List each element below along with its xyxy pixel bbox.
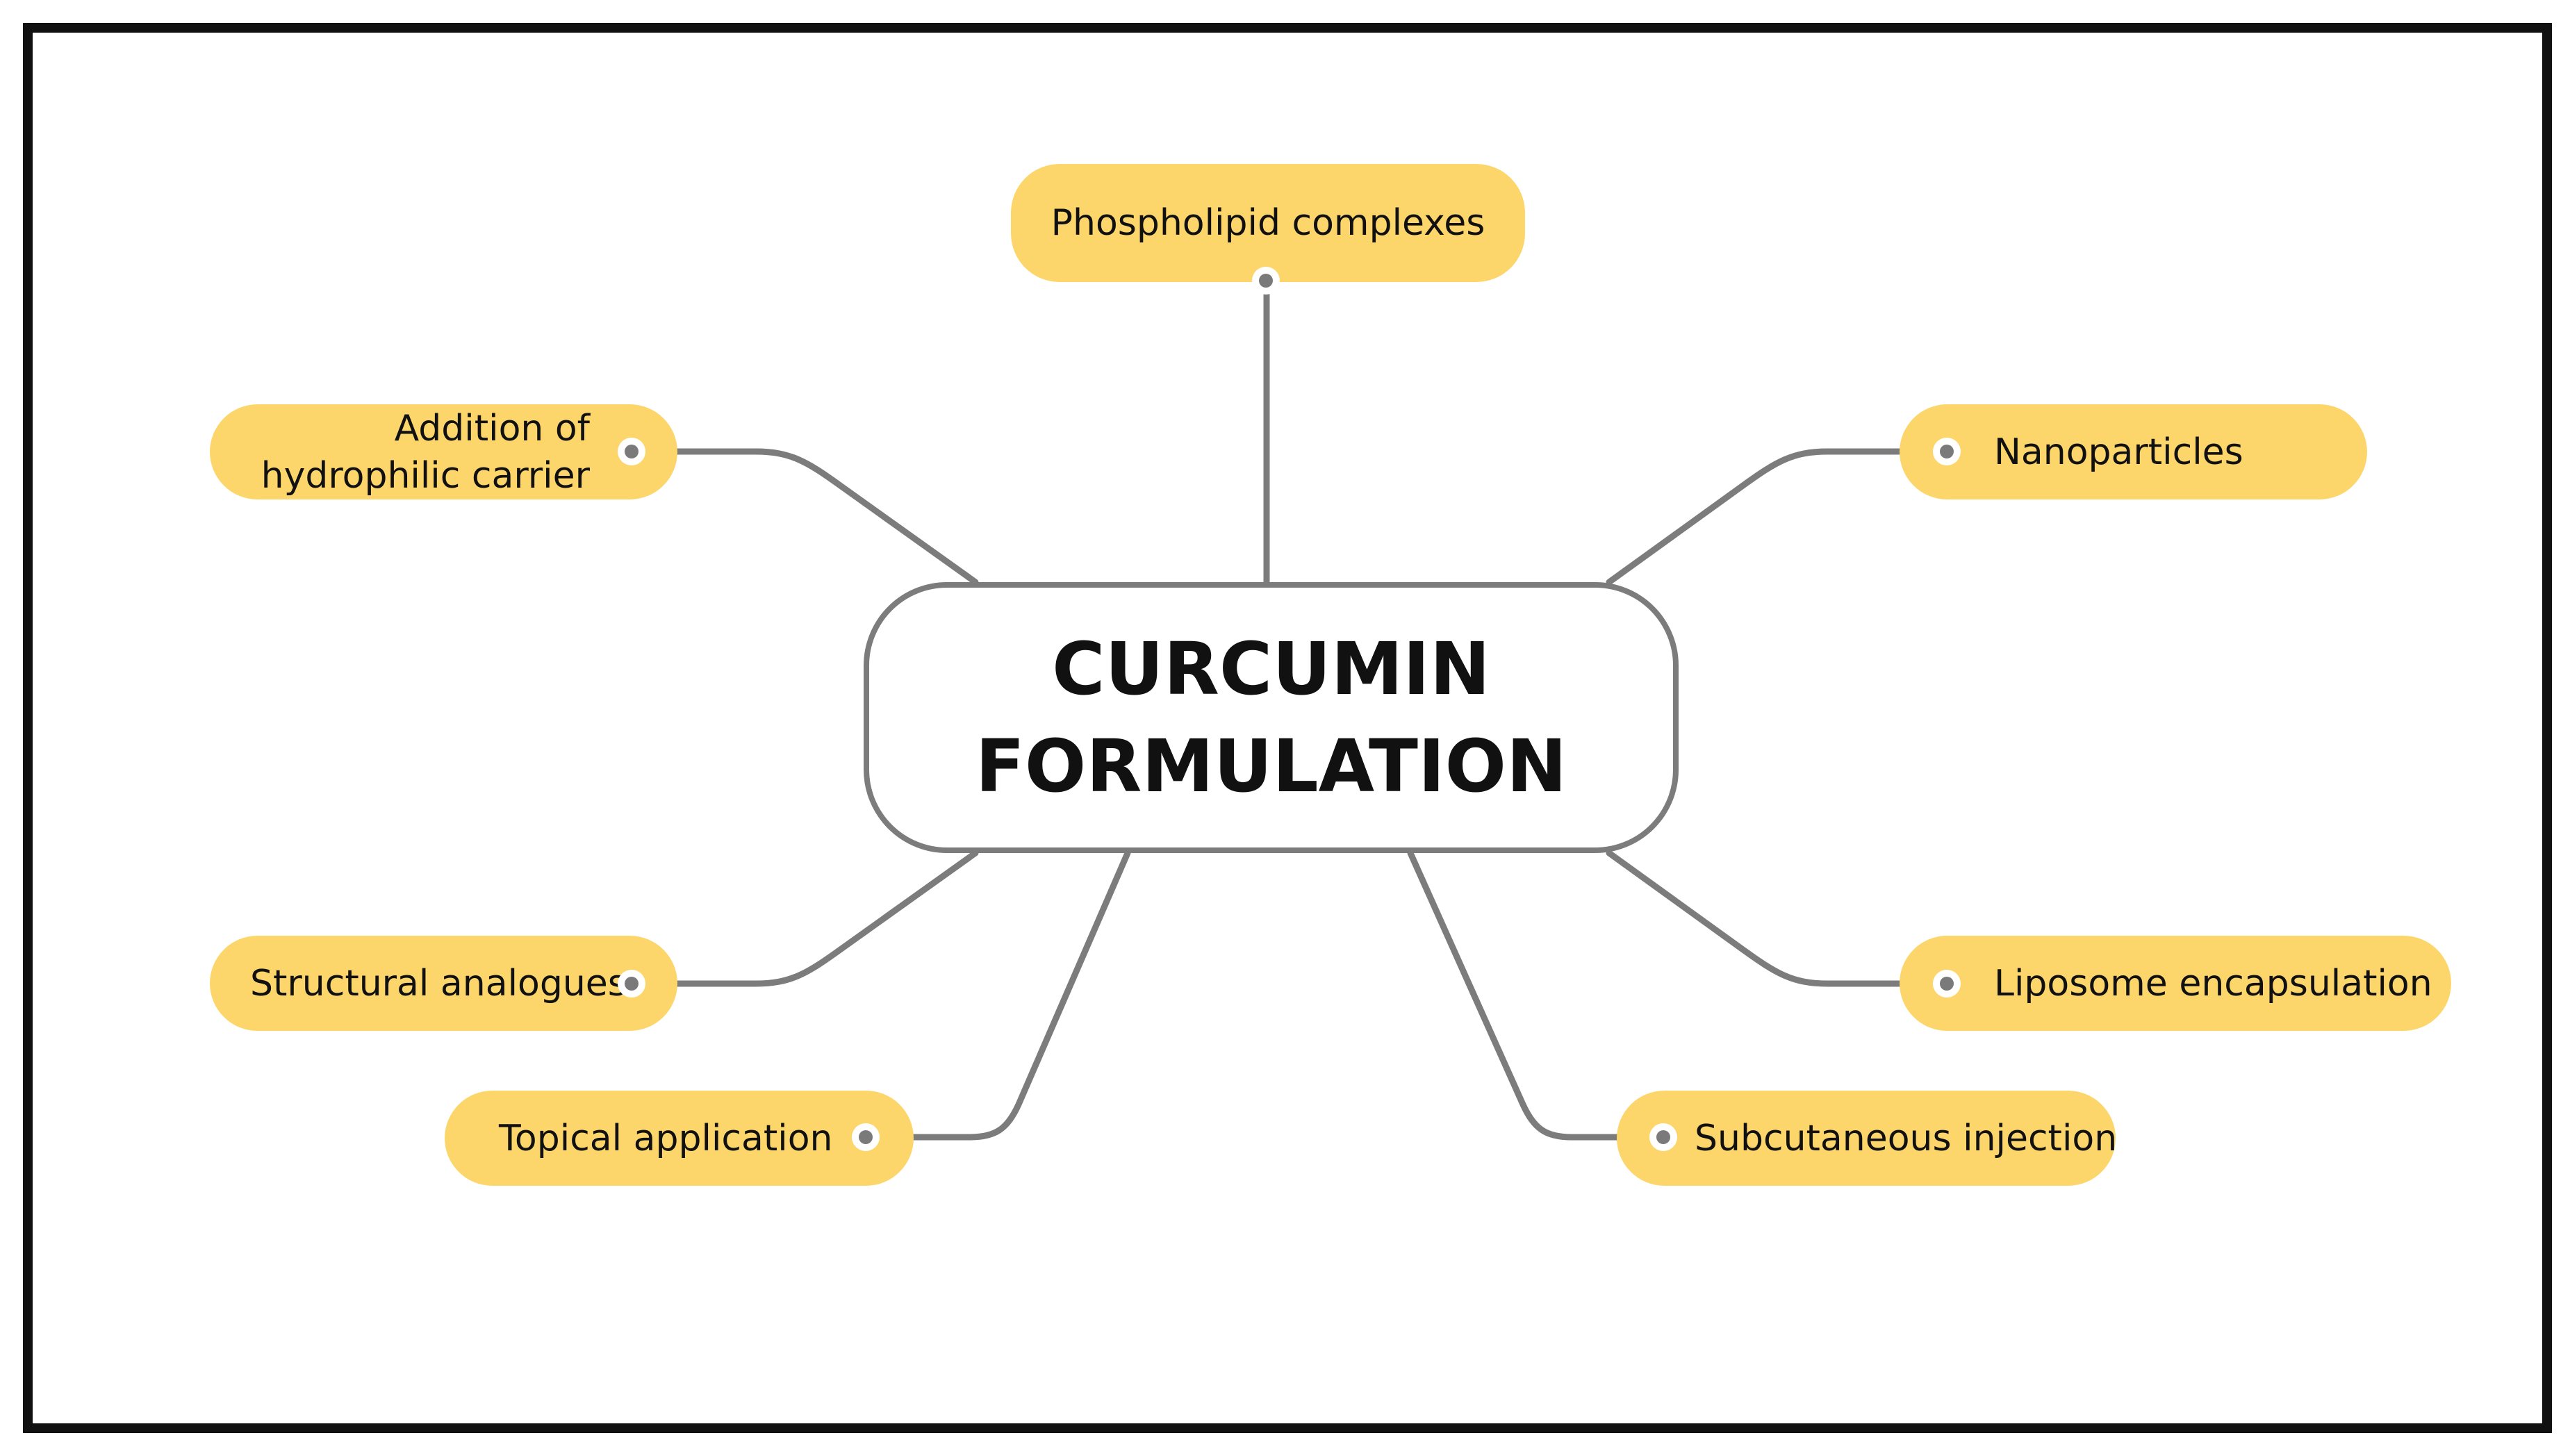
central-topic-line2: FORMULATION [975,724,1567,809]
node-topical-application: Topical application [445,1091,914,1186]
node-anchor-dot-icon [852,1123,880,1151]
node-addition-of-hydrophilic-carrier: Addition of hydrophilic carrier [210,404,677,499]
node-structural-analogues: Structural analogues [210,936,677,1031]
node-anchor-dot-icon [1933,438,1961,465]
node-label: Liposome encapsulation [1994,962,2432,1004]
node-anchor-dot-icon [1933,970,1961,998]
node-label: Phospholipid complexes [1051,202,1485,244]
node-label-line1: Addition of [394,407,590,449]
node-label: Topical application [499,1117,833,1159]
node-anchor-dot-icon [618,970,645,998]
central-topic-node: CURCUMIN FORMULATION [864,582,1679,853]
node-label: Subcutaneous injection [1695,1117,2118,1159]
node-label-line2: hydrophilic carrier [261,454,590,497]
central-topic-line1: CURCUMIN [1052,627,1490,711]
node-anchor-dot-icon [1649,1123,1677,1151]
node-subcutaneous-injection: Subcutaneous injection [1617,1091,2118,1186]
node-label: Structural analogues [250,962,627,1004]
node-liposome-encapsulation: Liposome encapsulation [1900,936,2451,1031]
node-anchor-dot-icon [1252,267,1280,295]
node-label-block: Addition of hydrophilic carrier [261,405,590,499]
node-anchor-dot-icon [618,438,645,465]
node-nanoparticles: Nanoparticles [1900,404,2367,499]
node-label: Nanoparticles [1994,431,2243,473]
node-phospholipid-complexes: Phospholipid complexes [1011,164,1525,282]
